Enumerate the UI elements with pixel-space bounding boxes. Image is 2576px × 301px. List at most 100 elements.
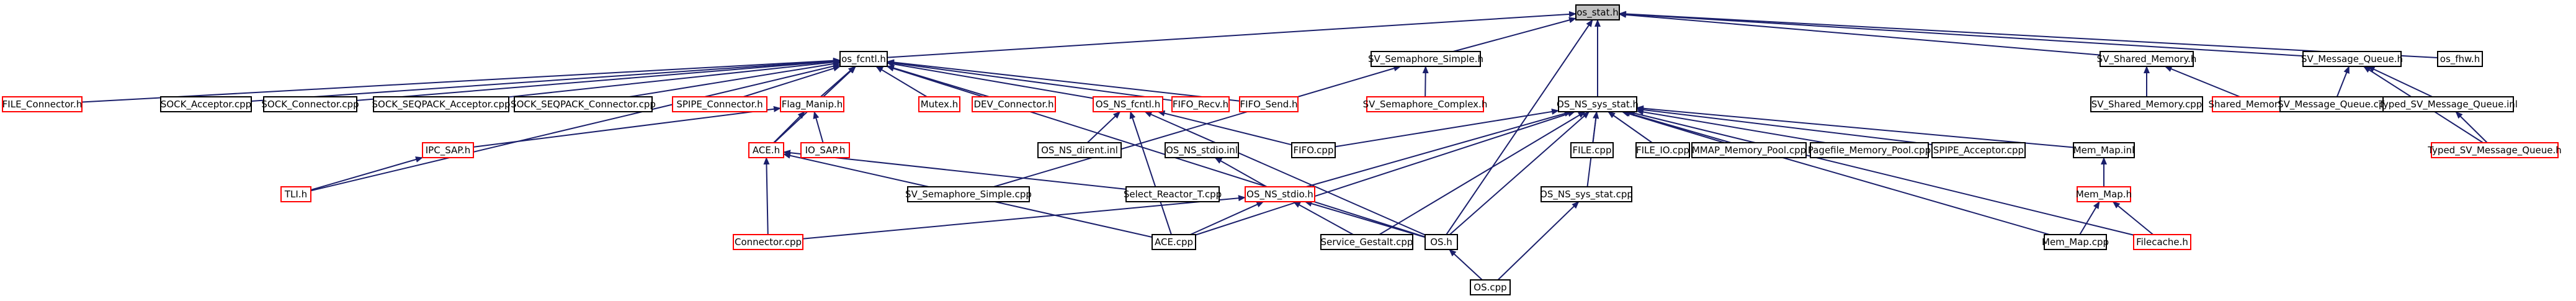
node-box — [800, 142, 850, 158]
node-file_io_cpp[interactable]: FILE_IO.cpp — [1635, 142, 1690, 158]
node-typed_sv_message_queue_inl[interactable]: Typed_SV_Message_Queue.inl — [2378, 96, 2518, 112]
node-sock_connector_cpp[interactable]: SOCK_Connector.cpp — [261, 96, 359, 112]
node-box — [2, 96, 83, 112]
node-label: OS_NS_dirent.inl — [1041, 145, 1118, 156]
edge-os_ns_fcntl_h-to-os_fcntl_h — [887, 61, 1094, 99]
edge-shared_memory_sv_h-to-sv_shared_memory_h — [2164, 66, 2240, 97]
node-sock_seqpack_connector_cpp[interactable]: SOCK_SEQPACK_Connector.cpp — [511, 96, 656, 112]
node-label: Typed_SV_Message_Queue.h — [2427, 145, 2562, 156]
node-select_reactor_t_cpp[interactable]: Select_Reactor_T.cpp — [1124, 186, 1222, 202]
node-file_connector_h[interactable]: FILE_Connector.h — [2, 96, 83, 112]
node-os_fcntl_h[interactable]: os_fcntl.h — [839, 51, 888, 67]
node-box — [422, 142, 474, 158]
node-sock_acceptor_cpp[interactable]: SOCK_Acceptor.cpp — [160, 96, 252, 112]
node-sock_seqpack_acceptor_cpp[interactable]: SOCK_SEQPACK_Acceptor.cpp — [372, 96, 511, 112]
edge-sock_seqpack_connector_cpp-to-os_fcntl_h — [629, 60, 841, 97]
node-box — [2133, 234, 2191, 250]
node-mem_map_cpp[interactable]: Mem_Map.cpp — [2042, 234, 2109, 250]
edge-mem_map_cpp-to-mem_map_h — [2079, 201, 2100, 235]
node-box — [1320, 234, 1413, 250]
node-flag_manip_h[interactable]: Flag_Manip.h — [780, 96, 844, 112]
node-mem_map_h[interactable]: Mem_Map.h — [2076, 186, 2132, 202]
node-file_cpp[interactable]: FILE.cpp — [1570, 142, 1614, 158]
node-ace_h[interactable]: ACE.h — [748, 142, 784, 158]
node-box — [373, 96, 509, 112]
node-os_ns_sys_stat_h[interactable]: OS_NS_sys_stat.h — [1557, 96, 1639, 112]
node-label: os_stat.h — [1576, 7, 1619, 19]
node-spipe_connector_h[interactable]: SPIPE_Connector.h — [672, 96, 767, 112]
node-mutex_h[interactable]: Mutex.h — [918, 96, 960, 112]
node-label: SV_Shared_Memory.h — [2097, 53, 2197, 65]
node-dev_connector_h[interactable]: DEV_Connector.h — [972, 96, 1056, 112]
node-label: FILE_Connector.h — [2, 99, 83, 110]
node-sv_message_queue_h[interactable]: SV_Message_Queue.h — [2301, 51, 2403, 67]
edge-os_fhw_h-to-os_stat_h — [1619, 11, 2438, 59]
node-typed_sv_message_queue_h[interactable]: Typed_SV_Message_Queue.h — [2427, 142, 2562, 158]
node-os_fhw_h[interactable]: os_fhw.h — [2437, 51, 2483, 67]
node-connector_cpp[interactable]: Connector.cpp — [733, 234, 803, 250]
node-os_h[interactable]: OS.h — [1424, 234, 1458, 250]
node-label: Connector.cpp — [735, 236, 802, 248]
edge-os_cpp-to-os_ns_sys_stat_cpp — [1497, 201, 1580, 281]
node-os_ns_dirent_inl[interactable]: OS_NS_dirent.inl — [1037, 142, 1122, 158]
node-label: SV_Message_Queue.cpp — [2278, 99, 2390, 110]
edge-os_h-to-os_ns_sys_stat_h — [1449, 111, 1590, 235]
node-sv_semaphore_complex_h[interactable]: SV_Semaphore_Complex.h — [1363, 96, 1488, 112]
node-label: IO_SAP.h — [805, 145, 846, 156]
node-spipe_acceptor_cpp[interactable]: SPIPE_Acceptor.cpp — [1931, 142, 2026, 158]
node-sv_semaphore_simple_cpp[interactable]: SV_Semaphore_Simple.cpp — [905, 186, 1032, 202]
node-os_stat_h[interactable]: os_stat.h — [1575, 4, 1620, 20]
node-mmap_memory_pool_cpp[interactable]: MMAP_Memory_Pool.cpp — [1691, 142, 1807, 158]
node-fifo_send_h[interactable]: FIFO_Send.h — [1239, 96, 1299, 112]
node-label: SV_Shared_Memory.cpp — [2091, 99, 2203, 110]
node-box — [1470, 279, 1511, 295]
node-sv_shared_memory_h[interactable]: SV_Shared_Memory.h — [2097, 51, 2197, 67]
node-box — [1570, 142, 1614, 158]
node-filecache_h[interactable]: Filecache.h — [2133, 234, 2191, 250]
node-label: SPIPE_Acceptor.cpp — [1933, 145, 2024, 156]
node-box — [1239, 96, 1299, 112]
node-io_sap_h[interactable]: IO_SAP.h — [800, 142, 850, 158]
node-label: FIFO.cpp — [1294, 145, 1334, 156]
edge-connector_cpp-to-os_ns_stdio_h — [802, 195, 1246, 240]
node-box — [907, 186, 1030, 202]
edge-filecache_h-to-os_ns_sys_stat_h — [1627, 110, 2134, 236]
node-label: OS_NS_stdio.inl — [1166, 145, 1238, 156]
node-sv_shared_memory_cpp[interactable]: SV_Shared_Memory.cpp — [2090, 96, 2203, 112]
edge-os_ns_stdio_h-to-os_ns_sys_stat_h — [1306, 110, 1572, 187]
edge-ace_cpp-to-os_ns_sys_stat_h — [1195, 110, 1576, 236]
node-sv_semaphore_simple_h[interactable]: SV_Semaphore_Simple.h — [1368, 51, 1483, 67]
node-ace_cpp[interactable]: ACE.cpp — [1152, 234, 1196, 250]
node-fifo_recv_h[interactable]: FIFO_Recv.h — [1171, 96, 1230, 112]
node-label: FIFO_Send.h — [1240, 99, 1297, 110]
node-sv_message_queue_cpp[interactable]: SV_Message_Queue.cpp — [2278, 96, 2390, 112]
node-mem_map_inl[interactable]: Mem_Map.inl — [2073, 142, 2135, 158]
node-os_ns_sys_stat_cpp[interactable]: OS_NS_sys_stat.cpp — [1540, 186, 1633, 202]
node-label: SV_Message_Queue.h — [2301, 53, 2403, 65]
node-os_ns_stdio_inl[interactable]: OS_NS_stdio.inl — [1165, 142, 1239, 158]
node-pagefile_memory_pool_cpp[interactable]: Pagefile_Memory_Pool.cpp — [1808, 142, 1931, 158]
node-os_ns_stdio_h[interactable]: OS_NS_stdio.h — [1245, 186, 1315, 202]
node-os_cpp[interactable]: OS.cpp — [1470, 279, 1511, 295]
node-label: OS.cpp — [1474, 282, 1506, 293]
node-tli_h[interactable]: TLI.h — [280, 186, 311, 202]
edge-mem_map_cpp-to-os_ns_sys_stat_h — [1622, 110, 2050, 235]
node-box — [2279, 96, 2389, 112]
edge-file_io_cpp-to-os_ns_sys_stat_h — [1608, 111, 1653, 143]
node-label: OS_NS_sys_stat.cpp — [1540, 189, 1633, 200]
edge-ipc_sap_h-to-flag_manip_h — [473, 106, 781, 148]
edge-fifo_send_h-to-os_fcntl_h — [887, 59, 1240, 102]
edge-spipe_acceptor_cpp-to-os_ns_sys_stat_h — [1636, 106, 1933, 145]
edge-sv_message_queue_cpp-to-sv_message_queue_h — [2336, 66, 2350, 97]
node-label: FILE.cpp — [1573, 145, 1612, 156]
node-box — [748, 142, 784, 158]
node-service_gestalt_cpp[interactable]: Service_Gestalt.cpp — [1320, 234, 1413, 250]
node-os_ns_fcntl_h[interactable]: OS_NS_fcntl.h — [1093, 96, 1163, 112]
node-label: os_fhw.h — [2440, 53, 2480, 65]
edge-connector_cpp-to-ace_h — [763, 157, 770, 235]
edge-tli_h-to-os_fcntl_h — [310, 63, 841, 192]
edge-file_connector_h-to-os_fcntl_h — [81, 57, 841, 103]
node-fifo_cpp[interactable]: FIFO.cpp — [1291, 142, 1336, 158]
node-ipc_sap_h[interactable]: IPC_SAP.h — [422, 142, 474, 158]
node-box — [1371, 51, 1481, 67]
